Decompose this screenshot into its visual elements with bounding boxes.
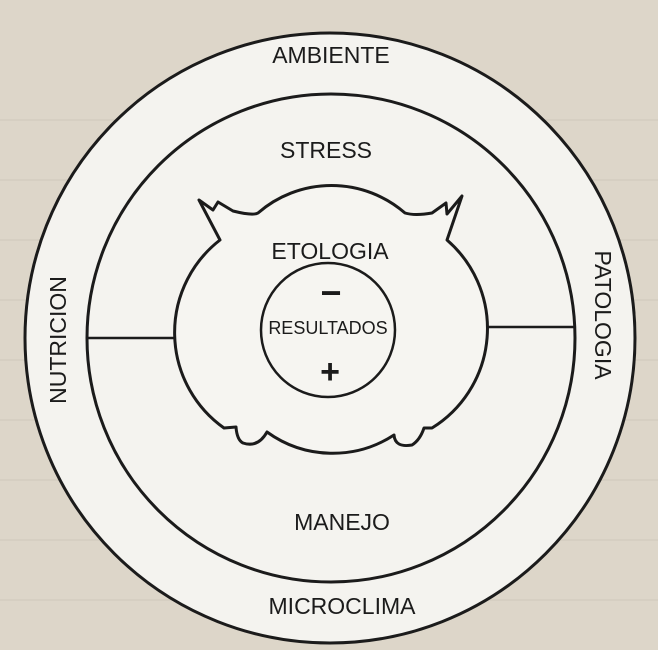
plus-sign: + [320,353,340,391]
minus-sign: − [320,272,341,313]
label-manejo: MANEJO [294,509,390,535]
label-resultados: RESULTADOS [268,318,387,338]
label-microclima: MICROCLIMA [269,593,417,619]
label-nutricion: NUTRICION [45,276,71,404]
inner-circle [259,261,397,399]
label-stress: STRESS [280,137,372,163]
label-patologia: PATOLOGIA [590,250,616,380]
label-etologia: ETOLOGIA [271,238,389,264]
label-ambiente: AMBIENTE [272,42,390,68]
